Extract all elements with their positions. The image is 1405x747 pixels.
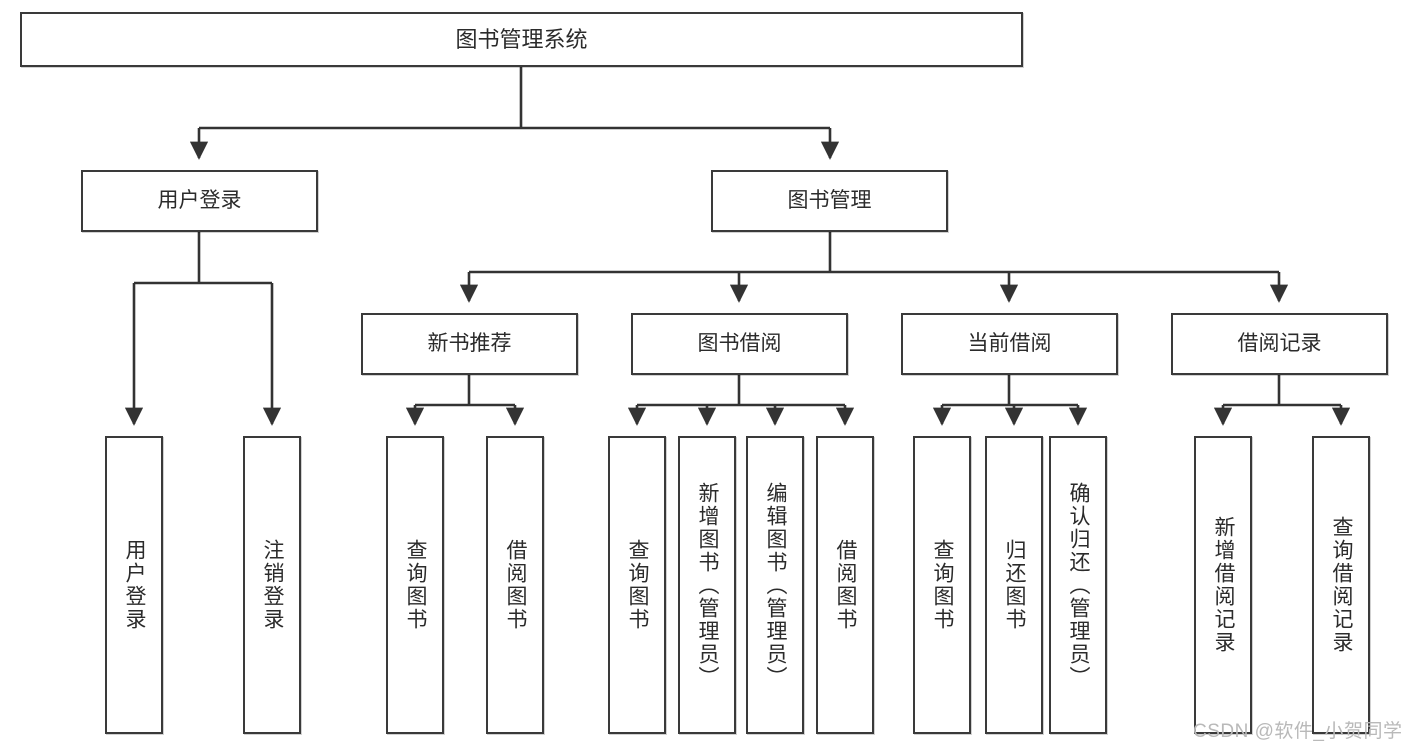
leaf-add-book-admin[interactable]: 新增图书（管理员） (678, 436, 736, 734)
node-user-login[interactable]: 用户登录 (81, 170, 318, 232)
leaf-borrow-book-1-label: 借阅图书 (504, 539, 528, 631)
leaf-borrow-book-2[interactable]: 借阅图书 (816, 436, 874, 734)
node-current-borrow-label: 当前借阅 (967, 331, 1052, 355)
node-borrow-record[interactable]: 借阅记录 (1171, 313, 1388, 375)
node-current-borrow[interactable]: 当前借阅 (901, 313, 1118, 375)
leaf-borrow-book-2-label: 借阅图书 (834, 539, 858, 631)
leaf-edit-book-admin[interactable]: 编辑图书（管理员） (746, 436, 804, 734)
node-book-borrow-label: 图书借阅 (697, 331, 782, 355)
leaf-confirm-return-label: 确认归还（管理员） (1067, 481, 1091, 689)
leaf-query-borrow-record[interactable]: 查询借阅记录 (1312, 436, 1370, 734)
leaf-query-book-2[interactable]: 查询图书 (608, 436, 666, 734)
leaf-confirm-return[interactable]: 确认归还（管理员） (1049, 436, 1107, 734)
leaf-return-book[interactable]: 归还图书 (985, 436, 1043, 734)
leaf-add-borrow-record[interactable]: 新增借阅记录 (1194, 436, 1252, 734)
node-root[interactable]: 图书管理系统 (20, 12, 1023, 67)
node-user-login-label: 用户登录 (157, 188, 242, 212)
leaf-add-borrow-record-label: 新增借阅记录 (1212, 516, 1236, 654)
leaf-query-book-3-label: 查询图书 (931, 539, 955, 631)
leaf-query-book-1[interactable]: 查询图书 (386, 436, 444, 734)
node-book-management[interactable]: 图书管理 (711, 170, 948, 232)
leaf-logout[interactable]: 注销登录 (243, 436, 301, 734)
leaf-borrow-book-1[interactable]: 借阅图书 (486, 436, 544, 734)
node-book-management-label: 图书管理 (787, 188, 872, 212)
node-new-book-recommend[interactable]: 新书推荐 (361, 313, 578, 375)
leaf-query-book-3[interactable]: 查询图书 (913, 436, 971, 734)
leaf-edit-book-admin-label: 编辑图书（管理员） (764, 481, 788, 689)
csdn-watermark: CSDN @软件_小贺同学 (1193, 721, 1403, 742)
leaf-query-borrow-record-label: 查询借阅记录 (1330, 516, 1354, 654)
leaf-user-login[interactable]: 用户登录 (105, 436, 163, 734)
node-borrow-record-label: 借阅记录 (1237, 331, 1322, 355)
leaf-user-login-label: 用户登录 (123, 539, 147, 631)
leaf-logout-label: 注销登录 (261, 539, 285, 631)
node-book-borrow[interactable]: 图书借阅 (631, 313, 848, 375)
leaf-query-book-2-label: 查询图书 (626, 539, 650, 631)
leaf-add-book-admin-label: 新增图书（管理员） (696, 481, 720, 689)
node-new-book-recommend-label: 新书推荐 (427, 331, 512, 355)
leaf-return-book-label: 归还图书 (1003, 539, 1027, 631)
node-root-label: 图书管理系统 (455, 26, 588, 52)
leaf-query-book-1-label: 查询图书 (404, 539, 428, 631)
